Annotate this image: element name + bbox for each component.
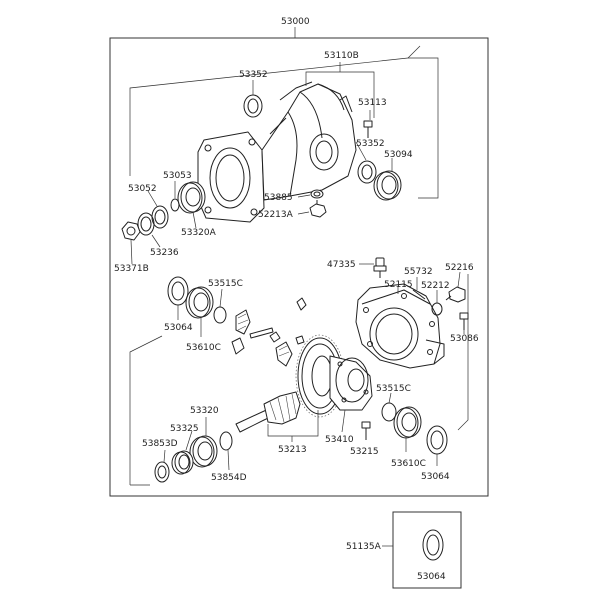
pinion-shim-part — [154, 461, 170, 483]
label-side-bearing-r: 53515C — [376, 384, 411, 394]
main-frame — [109, 37, 489, 497]
breather-part — [373, 257, 387, 278]
seal-right-part — [357, 160, 377, 184]
washer-small-leader — [147, 190, 158, 207]
label-ring-l: 53064 — [164, 323, 193, 333]
shim-left-part — [137, 212, 155, 236]
kit-ring-part — [422, 529, 444, 561]
bearing-cone-left-part — [185, 286, 214, 319]
side-gear-upper — [235, 309, 251, 335]
filler-plug-leader — [457, 271, 461, 288]
label-cover: 52115 — [384, 280, 413, 290]
label-diff-case: 53410 — [325, 435, 354, 445]
bearing-right-part — [373, 170, 402, 201]
label-bearing-cone-l: 53610C — [186, 343, 221, 353]
bearing-left-leader — [192, 211, 197, 229]
lower-box — [129, 335, 163, 485]
side-bearing-right-leader — [388, 392, 392, 404]
nut-flange-leader — [130, 239, 133, 265]
diff-cover — [355, 283, 445, 369]
label-bolt: 53113 — [358, 98, 387, 108]
nut-flange-part — [121, 221, 141, 241]
cover-pin-part — [412, 289, 426, 300]
case-bolt-part — [361, 421, 371, 440]
label-gasket-filler: 52212 — [421, 281, 450, 291]
cover-box — [457, 274, 469, 431]
label-kit: 51135A — [346, 542, 382, 552]
label-washer-drain: 53885 — [264, 193, 293, 203]
drain-plug-part — [309, 200, 327, 218]
label-cover-bolt: 53086 — [450, 334, 479, 344]
label-gear-set: 53213 — [278, 445, 307, 455]
diff-case-leader — [341, 409, 346, 433]
pinion-mate-mid — [269, 331, 281, 343]
pinion-race-part — [171, 450, 194, 475]
washer-small-part — [151, 205, 169, 229]
label-bearing-cone-r: 53610C — [391, 459, 426, 469]
cover-bolt-part — [459, 312, 469, 330]
diff-case-part — [329, 355, 373, 411]
carrier-housing — [197, 81, 357, 223]
carrier-box — [129, 57, 439, 199]
collapsible-spacer-leader — [227, 449, 230, 471]
side-bearing-left-leader — [219, 288, 223, 308]
spacer-part — [170, 198, 180, 212]
ring-right-part — [426, 425, 448, 455]
label-kit-ring: 53064 — [417, 572, 446, 582]
label-washer-small: 53052 — [128, 184, 157, 194]
label-carrier-assy: 53110B — [324, 51, 359, 61]
drain-plug-leader — [297, 211, 310, 215]
label-bearing-left: 53320A — [181, 228, 217, 238]
label-spacer: 53053 — [163, 171, 192, 181]
side-bearing-left-part — [213, 306, 227, 324]
drain-washer-part — [310, 189, 324, 199]
label-nut-flange: 53371B — [114, 264, 149, 274]
label-ring-r: 53064 — [421, 472, 450, 482]
seal-left-part — [243, 94, 263, 118]
seal-right-leader — [355, 141, 367, 161]
pinion-bearing-part — [189, 435, 218, 468]
label-collapsible-spacer: 53854D — [211, 473, 247, 483]
drain-washer-leader — [297, 194, 311, 198]
bolt-part — [363, 120, 373, 138]
pinion-race-leader — [185, 430, 193, 451]
pinion-shaft — [249, 327, 274, 339]
label-plug-filler: 52216 — [445, 263, 474, 273]
label-side-bearing-l: 53515C — [208, 279, 243, 289]
drive-pinion-part — [235, 391, 301, 433]
pinion-shim-leader — [163, 449, 166, 463]
filler-plug-part — [445, 286, 466, 303]
side-bearing-right-part — [381, 402, 397, 422]
bearing-left-part — [177, 181, 206, 214]
side-gear-lower-left — [231, 337, 245, 355]
label-breather: 47335 — [327, 260, 356, 270]
gear-set-bracket — [267, 410, 319, 437]
carrier-box-diag — [407, 45, 421, 59]
kit-frame — [392, 511, 462, 589]
label-bearing-right: 53094 — [384, 150, 413, 160]
side-gear-lower — [275, 341, 293, 367]
label-seal-right: 53352 — [356, 139, 385, 149]
label-shim-left: 53236 — [150, 248, 179, 258]
pinion-mate-upper — [296, 297, 307, 311]
shim-left-leader — [151, 234, 161, 248]
label-pinion-shim: 53853D — [142, 439, 178, 449]
label-seal-left: 53352 — [239, 70, 268, 80]
label-pinion-bearing: 53320 — [190, 406, 219, 416]
ring-left-part — [167, 276, 189, 306]
label-pinion-race: 53325 — [170, 424, 199, 434]
label-cover-pin: 55732 — [404, 267, 433, 277]
bearing-cone-right-part — [393, 406, 422, 439]
label-case-bolt: 53215 — [350, 447, 379, 457]
label-assembly: 53000 — [281, 17, 310, 27]
pin-small — [295, 335, 305, 345]
label-drain-plug: 52213A — [258, 210, 294, 220]
collapsible-spacer-part — [219, 431, 233, 451]
